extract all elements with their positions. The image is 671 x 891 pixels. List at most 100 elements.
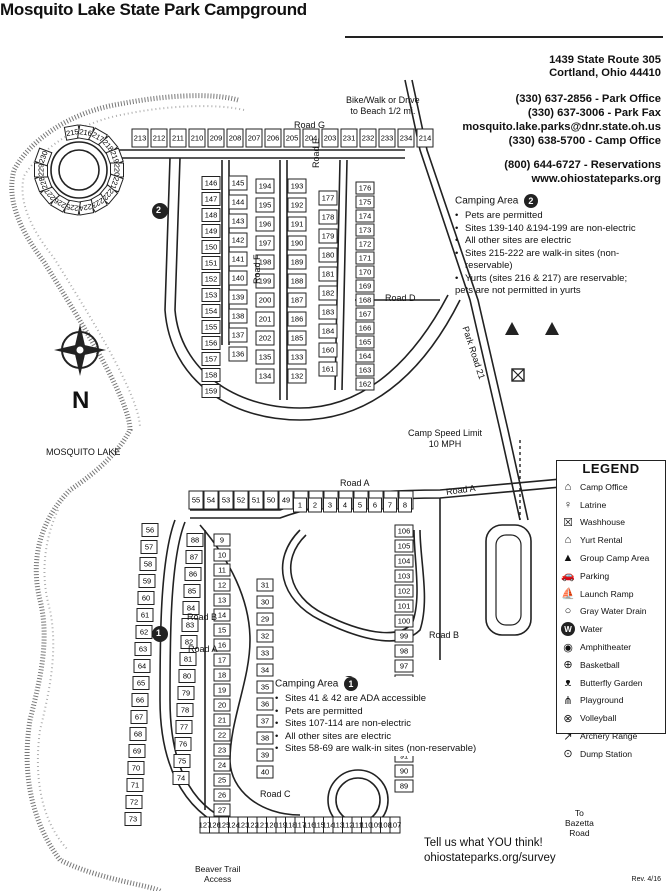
campsite-190[interactable]: 190 bbox=[287, 235, 307, 251]
campsite-163[interactable]: 163 bbox=[355, 363, 375, 377]
campsite-197[interactable]: 197 bbox=[255, 235, 275, 251]
campsite-140[interactable]: 140 bbox=[228, 270, 248, 286]
campsite-157[interactable]: 157 bbox=[201, 352, 221, 366]
campsite-80[interactable]: 80 bbox=[178, 669, 196, 683]
campsite-145[interactable]: 145 bbox=[228, 175, 248, 191]
campsite-2[interactable]: 2 bbox=[308, 497, 322, 513]
campsite-174[interactable]: 174 bbox=[355, 209, 375, 223]
campsite-12[interactable]: 12 bbox=[213, 578, 231, 592]
campsite-8[interactable]: 8 bbox=[398, 497, 412, 513]
campsite-134[interactable]: 134 bbox=[255, 368, 275, 384]
campsite-153[interactable]: 153 bbox=[201, 288, 221, 302]
campsite-158[interactable]: 158 bbox=[201, 368, 221, 382]
campsite-66[interactable]: 66 bbox=[131, 693, 149, 707]
campsite-60[interactable]: 60 bbox=[137, 591, 155, 605]
campsite-171[interactable]: 171 bbox=[355, 251, 375, 265]
campsite-5[interactable]: 5 bbox=[353, 497, 367, 513]
campsite-154[interactable]: 154 bbox=[201, 304, 221, 318]
campsite-132[interactable]: 132 bbox=[287, 368, 307, 384]
campsite-1[interactable]: 1 bbox=[293, 497, 307, 513]
campsite-151[interactable]: 151 bbox=[201, 256, 221, 270]
campsite-62[interactable]: 62 bbox=[135, 625, 153, 639]
campsite-88[interactable]: 88 bbox=[186, 533, 204, 547]
campsite-36[interactable]: 36 bbox=[256, 697, 274, 711]
campsite-13[interactable]: 13 bbox=[213, 593, 231, 607]
campsite-58[interactable]: 58 bbox=[139, 557, 157, 571]
campsite-212[interactable]: 212 bbox=[150, 128, 168, 148]
campsite-233[interactable]: 233 bbox=[378, 128, 396, 148]
campsite-106[interactable]: 106 bbox=[394, 524, 414, 538]
campsite-137[interactable]: 137 bbox=[228, 327, 248, 343]
campsite-178[interactable]: 178 bbox=[318, 209, 338, 225]
campsite-50[interactable]: 50 bbox=[263, 490, 279, 510]
campsite-155[interactable]: 155 bbox=[201, 320, 221, 334]
campsite-206[interactable]: 206 bbox=[264, 128, 282, 148]
campsite-77[interactable]: 77 bbox=[175, 720, 193, 734]
campsite-100[interactable]: 100 bbox=[394, 614, 414, 628]
campsite-203[interactable]: 203 bbox=[321, 128, 339, 148]
campsite-156[interactable]: 156 bbox=[201, 336, 221, 350]
campsite-170[interactable]: 170 bbox=[355, 265, 375, 279]
campsite-231[interactable]: 231 bbox=[340, 128, 358, 148]
campsite-180[interactable]: 180 bbox=[318, 247, 338, 263]
campsite-198[interactable]: 198 bbox=[255, 254, 275, 270]
campsite-97[interactable]: 97 bbox=[394, 659, 414, 673]
campsite-49[interactable]: 49 bbox=[278, 490, 294, 510]
campsite-72[interactable]: 72 bbox=[125, 795, 143, 809]
campsite-35[interactable]: 35 bbox=[256, 680, 274, 694]
campsite-52[interactable]: 52 bbox=[233, 490, 249, 510]
campsite-81[interactable]: 81 bbox=[179, 652, 197, 666]
campsite-30[interactable]: 30 bbox=[256, 595, 274, 609]
campsite-196[interactable]: 196 bbox=[255, 216, 275, 232]
campsite-84[interactable]: 84 bbox=[182, 601, 200, 615]
campsite-150[interactable]: 150 bbox=[201, 240, 221, 254]
campsite-89[interactable]: 89 bbox=[394, 779, 414, 793]
campsite-152[interactable]: 152 bbox=[201, 272, 221, 286]
campsite-232[interactable]: 232 bbox=[359, 128, 377, 148]
campsite-179[interactable]: 179 bbox=[318, 228, 338, 244]
campsite-9[interactable]: 9 bbox=[213, 533, 231, 547]
campsite-29[interactable]: 29 bbox=[256, 612, 274, 626]
campsite-22[interactable]: 22 bbox=[213, 728, 231, 742]
campsite-54[interactable]: 54 bbox=[203, 490, 219, 510]
campsite-16[interactable]: 16 bbox=[213, 638, 231, 652]
campsite-57[interactable]: 57 bbox=[140, 540, 158, 554]
campsite-175[interactable]: 175 bbox=[355, 195, 375, 209]
campsite-76[interactable]: 76 bbox=[174, 737, 192, 751]
campsite-101[interactable]: 101 bbox=[394, 599, 414, 613]
campsite-160[interactable]: 160 bbox=[318, 342, 338, 358]
campsite-183[interactable]: 183 bbox=[318, 304, 338, 320]
campsite-234[interactable]: 234 bbox=[397, 128, 415, 148]
campsite-189[interactable]: 189 bbox=[287, 254, 307, 270]
campsite-144[interactable]: 144 bbox=[228, 194, 248, 210]
campsite-34[interactable]: 34 bbox=[256, 663, 274, 677]
campsite-27[interactable]: 27 bbox=[213, 803, 231, 817]
campsite-59[interactable]: 59 bbox=[138, 574, 156, 588]
campsite-6[interactable]: 6 bbox=[368, 497, 382, 513]
campsite-202[interactable]: 202 bbox=[255, 330, 275, 346]
campsite-71[interactable]: 71 bbox=[126, 778, 144, 792]
campsite-11[interactable]: 11 bbox=[213, 563, 231, 577]
campsite-102[interactable]: 102 bbox=[394, 584, 414, 598]
campsite-75[interactable]: 75 bbox=[173, 754, 191, 768]
campsite-3[interactable]: 3 bbox=[323, 497, 337, 513]
campsite-56[interactable]: 56 bbox=[141, 523, 159, 537]
campsite-207[interactable]: 207 bbox=[245, 128, 263, 148]
campsite-195[interactable]: 195 bbox=[255, 197, 275, 213]
campsite-23[interactable]: 23 bbox=[213, 743, 231, 757]
campsite-10[interactable]: 10 bbox=[213, 548, 231, 562]
campsite-142[interactable]: 142 bbox=[228, 232, 248, 248]
campsite-135[interactable]: 135 bbox=[255, 349, 275, 365]
campsite-69[interactable]: 69 bbox=[128, 744, 146, 758]
campsite-138[interactable]: 138 bbox=[228, 308, 248, 324]
campsite-210[interactable]: 210 bbox=[188, 128, 206, 148]
campsite-85[interactable]: 85 bbox=[183, 584, 201, 598]
campsite-209[interactable]: 209 bbox=[207, 128, 225, 148]
campsite-98[interactable]: 98 bbox=[394, 644, 414, 658]
campsite-103[interactable]: 103 bbox=[394, 569, 414, 583]
campsite-32[interactable]: 32 bbox=[256, 629, 274, 643]
campsite-187[interactable]: 187 bbox=[287, 292, 307, 308]
campsite-73[interactable]: 73 bbox=[124, 812, 142, 826]
survey-link[interactable]: ohiostateparks.org/survey bbox=[424, 852, 556, 864]
campsite-200[interactable]: 200 bbox=[255, 292, 275, 308]
